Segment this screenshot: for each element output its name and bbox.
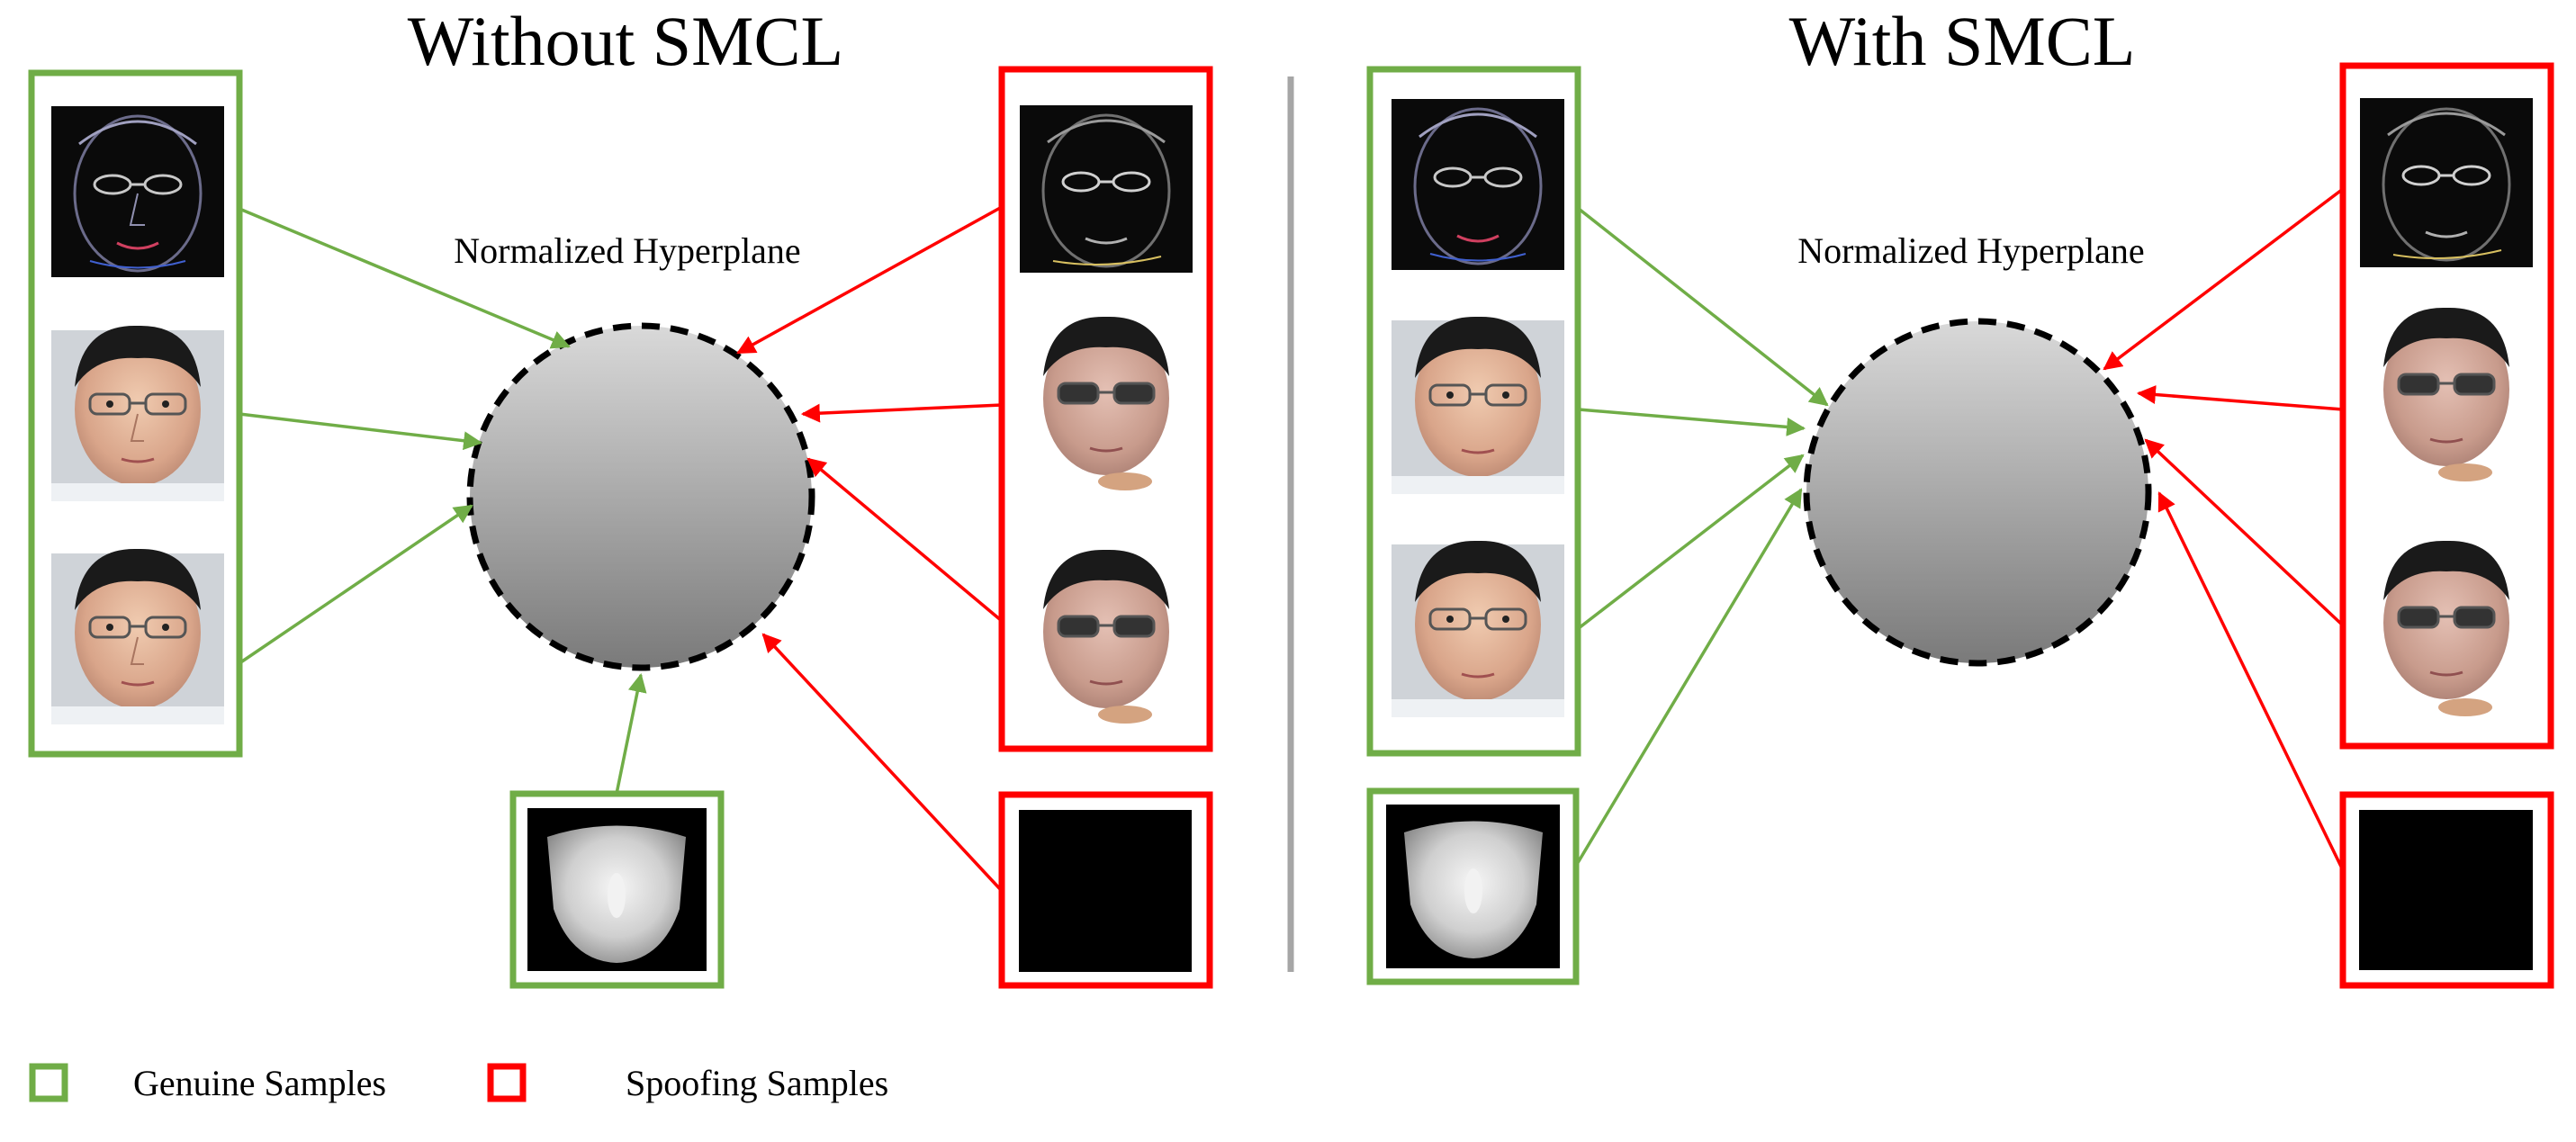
right-genuine-edge-face-image [1392, 99, 1564, 270]
left-genuine-face-image-1 [51, 325, 224, 501]
legend-spoofing-swatch [487, 1063, 527, 1102]
right-genuine-arrow-1 [1577, 207, 1829, 407]
right-spoofing-depth-map-image [2359, 810, 2533, 970]
left-hyperplane-label: Normalized Hyperplane [454, 230, 800, 271]
left-genuine-arrow-1 [239, 207, 571, 349]
right-genuine-face-image-1 [1392, 316, 1564, 494]
left-spoofing-depth-map-image [1019, 810, 1192, 972]
right-hyperplane-label: Normalized Hyperplane [1797, 230, 2144, 271]
left-spoofing-arrow-2 [800, 403, 1003, 423]
right-genuine-arrow-4 [1574, 488, 1803, 867]
legend-genuine-label: Genuine Samples [133, 1063, 386, 1103]
left-genuine-depth-map-image [527, 808, 707, 971]
right-genuine-face-image-2 [1392, 540, 1564, 717]
left-spoofing-face-image-2 [1020, 549, 1193, 727]
left-genuine-arrow-4 [615, 672, 647, 795]
left-genuine-face-image-2 [51, 548, 224, 724]
left-genuine-arrow-3 [239, 504, 473, 665]
right-spoofing-arrow-2 [2136, 385, 2344, 411]
left-spoofing-arrow-3 [806, 457, 1004, 623]
left-genuine-edge-face-image [51, 106, 224, 277]
right-spoofing-face-image-2 [2360, 540, 2533, 720]
right-spoofing-arrow-1 [2103, 187, 2345, 371]
left-spoofing-arrow-4 [761, 633, 1004, 893]
left-genuine-arrow-2 [239, 412, 483, 451]
legend-genuine-swatch [29, 1063, 68, 1102]
right-spoofing-face-image-1 [2360, 307, 2533, 482]
left-spoofing-arrow-1 [736, 205, 1003, 355]
right-spoofing-arrow-3 [2144, 438, 2345, 627]
right-genuine-depth-map-image [1386, 805, 1560, 968]
right-panel-title: With SMCL [1789, 2, 2136, 80]
right-spoofing-edge-face-image [2360, 98, 2533, 267]
left-hyperplane-sphere [466, 322, 815, 671]
right-genuine-arrow-2 [1578, 408, 1806, 436]
left-spoofing-face-image-1 [1020, 316, 1193, 491]
right-hyperplane-sphere [1803, 318, 2152, 667]
right-genuine-arrow-3 [1577, 454, 1805, 630]
left-panel-title: Without SMCL [408, 2, 843, 80]
left-spoofing-edge-face-image [1020, 105, 1193, 273]
legend-spoofing-label: Spoofing Samples [626, 1063, 888, 1103]
legend: Genuine Samples Spoofing Samples [29, 1063, 888, 1103]
right-spoofing-arrow-4 [2157, 491, 2345, 871]
